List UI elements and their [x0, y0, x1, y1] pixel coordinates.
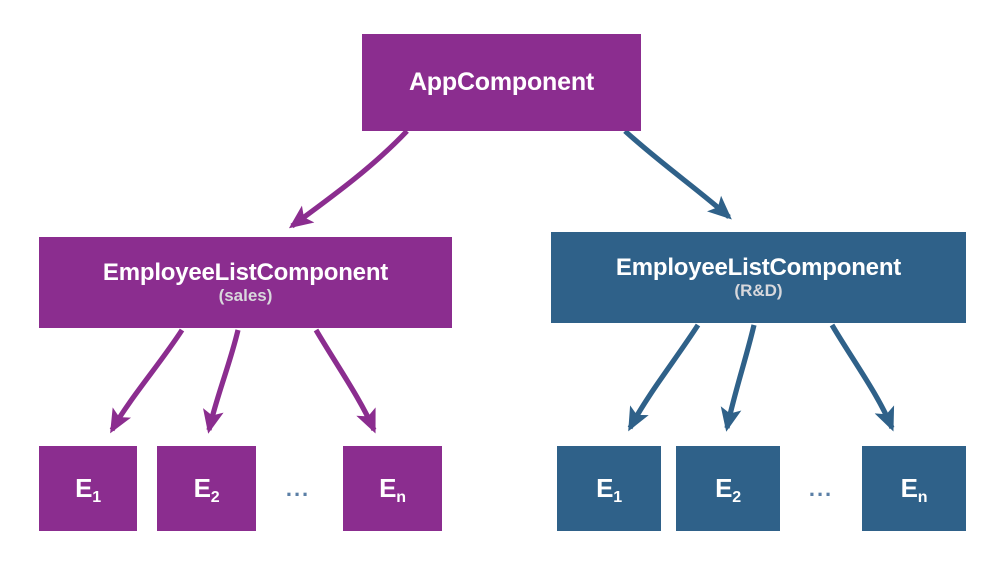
- leaf-rnd-e2[interactable]: E2: [676, 446, 780, 531]
- node-employee-list-rnd-label: EmployeeListComponent: [615, 253, 902, 281]
- edge-sales-to-en: [313, 328, 377, 434]
- leaf-sales-e1[interactable]: E1: [39, 446, 137, 531]
- node-app-component-label: AppComponent: [408, 68, 595, 97]
- leaf-sales-e2[interactable]: E2: [157, 446, 256, 531]
- edge-rnd-to-e2: [720, 324, 757, 432]
- edge-sales-to-e2: [203, 329, 241, 434]
- leaf-rnd-e1[interactable]: E1: [557, 446, 661, 531]
- node-employee-list-sales-sublabel: (sales): [218, 285, 273, 305]
- edge-sales-to-e1: [109, 328, 185, 434]
- leaf-sales-en-label: En: [379, 472, 406, 506]
- node-employee-list-rnd[interactable]: EmployeeListComponent (R&D): [551, 232, 966, 323]
- leaf-rnd-e2-label: E2: [715, 472, 741, 506]
- edge-rnd-to-e1: [627, 323, 701, 432]
- ellipsis-rnd: ...: [808, 475, 834, 501]
- node-app-component[interactable]: AppComponent: [362, 34, 641, 131]
- edge-root-to-sales: [288, 129, 409, 229]
- leaf-sales-e2-label: E2: [193, 472, 220, 506]
- node-employee-list-rnd-sublabel: (R&D): [734, 280, 783, 300]
- leaf-rnd-en-label: En: [900, 472, 928, 506]
- node-employee-list-sales-label: EmployeeListComponent: [102, 258, 389, 286]
- leaf-rnd-e1-label: E1: [596, 472, 622, 506]
- leaf-sales-en[interactable]: En: [343, 446, 442, 531]
- leaf-sales-e1-label: E1: [75, 472, 101, 506]
- edge-root-to-rnd: [623, 129, 732, 220]
- leaf-rnd-en[interactable]: En: [862, 446, 966, 531]
- ellipsis-sales: ...: [285, 475, 311, 501]
- node-employee-list-sales[interactable]: EmployeeListComponent (sales): [39, 237, 452, 328]
- edge-rnd-to-en: [829, 323, 895, 432]
